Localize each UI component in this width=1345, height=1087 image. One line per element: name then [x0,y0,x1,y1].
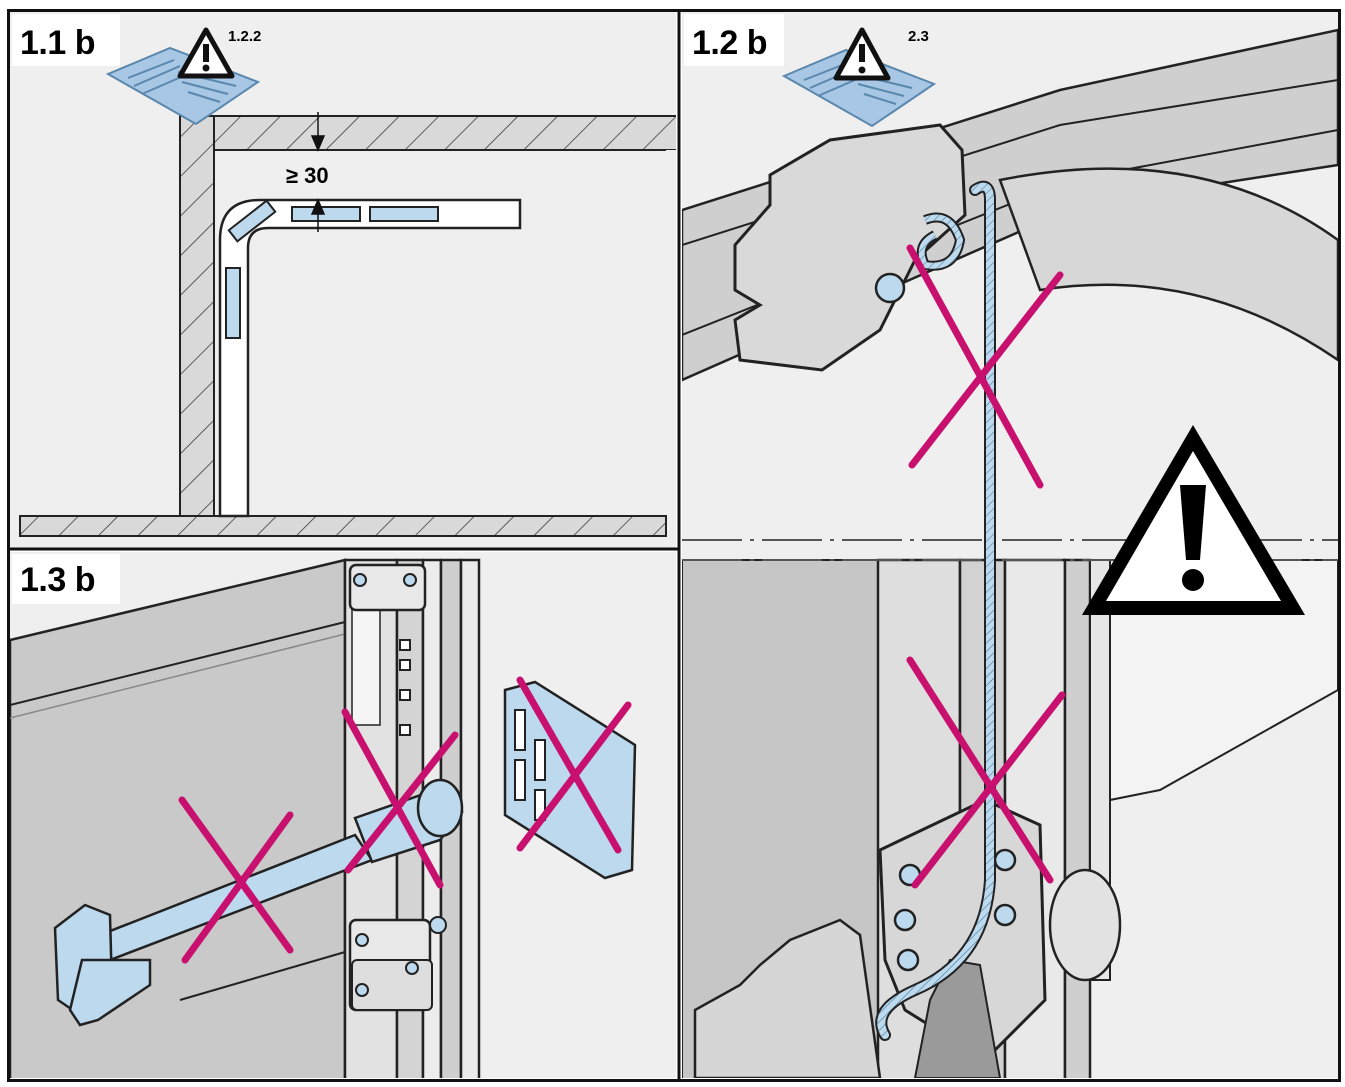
prohibited-cross-icon [906,656,1066,889]
panel-1-2b: 1.2 b 2.3 [682,12,1338,1078]
prohibited-cross-icon [341,708,459,889]
dimension-arrows [310,112,326,232]
door-section [225,267,241,339]
door-section [227,199,277,243]
panel-borders [7,9,1341,1082]
chain-sprocket [693,918,882,1078]
warning-triangle-icon [1082,425,1305,615]
prohibited-cross-icon [906,244,1064,489]
panel-label-1-2b: 1.2 b [692,24,767,62]
clearance-dimension: ≥ 30 [286,163,329,188]
reference-number: 2.3 [908,28,929,45]
prohibited-cross-icon [516,676,632,854]
manual-warning-icon [105,27,261,126]
lifting-cable [877,182,994,1039]
door-section [369,206,439,222]
prohibited-cross-icon [178,796,294,964]
panel-label-1-1b: 1.1 b [20,24,95,62]
panel-1-3b: 1.3 b [10,552,676,1078]
reference-number: 1.2.2 [228,28,261,45]
panel-1-1b: ≥ 30 1.1 b 1.2.2 [10,12,676,548]
manual-warning-icon [781,27,937,128]
door-section [291,206,361,222]
panel-label-1-3b: 1.3 b [20,561,95,599]
